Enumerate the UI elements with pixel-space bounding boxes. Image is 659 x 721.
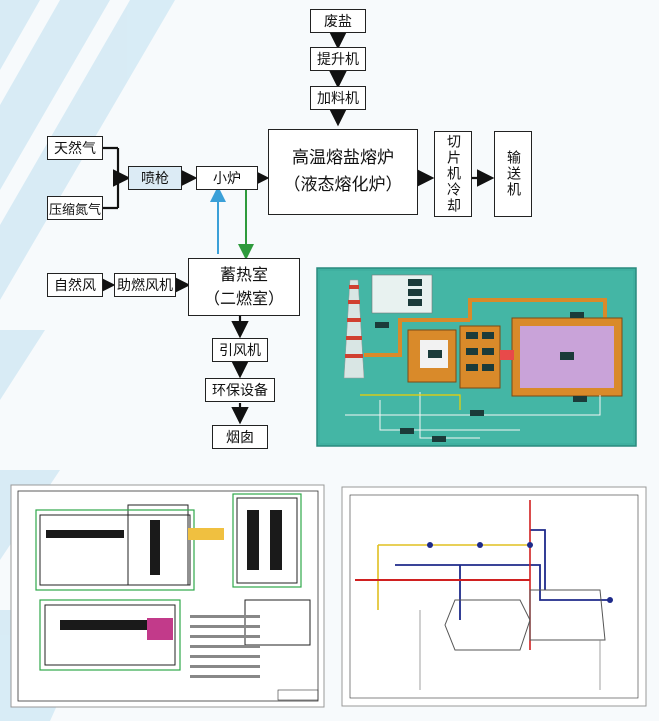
melting-furnace-label: 高温熔盐熔炉 （液态熔化炉） <box>283 147 403 195</box>
slicer-cooling-box: 切片机冷却 <box>434 131 472 217</box>
compressed-nitrogen-label: 压缩氮气 <box>48 202 101 218</box>
natural-gas-box: 天然气 <box>47 136 103 160</box>
regenerator-label: 蓄热室 （二燃室） <box>203 265 284 308</box>
conveyor-label: 输送机 <box>505 150 521 198</box>
small-furnace-label: 小炉 <box>213 171 241 187</box>
chimney-box: 烟囱 <box>212 425 268 449</box>
waste-salt-box: 废盐 <box>310 9 366 33</box>
slicer-cooling-label: 切片机冷却 <box>445 134 461 214</box>
spray-gun-label: 喷枪 <box>141 171 169 187</box>
regenerator-box: 蓄热室 （二燃室） <box>188 258 300 316</box>
feeder-label: 加料机 <box>317 91 359 107</box>
spray-gun-box: 喷枪 <box>128 166 182 190</box>
natural-air-box: 自然风 <box>47 273 103 297</box>
waste-salt-label: 废盐 <box>324 14 352 30</box>
compressed-nitrogen-box: 压缩氮气 <box>47 196 103 220</box>
melting-furnace-box: 高温熔盐熔炉 （液态熔化炉） <box>268 129 418 215</box>
elevator-box: 提升机 <box>310 47 366 71</box>
natural-air-label: 自然风 <box>54 278 96 294</box>
conveyor-box: 输送机 <box>494 131 532 217</box>
natural-gas-label: 天然气 <box>54 141 96 157</box>
combustion-fan-label: 助燃风机 <box>117 278 173 294</box>
feeder-box: 加料机 <box>310 86 366 110</box>
small-furnace-box: 小炉 <box>196 166 258 190</box>
induced-fan-box: 引风机 <box>212 338 268 362</box>
chimney-label: 烟囱 <box>226 430 254 446</box>
combustion-fan-box: 助燃风机 <box>114 273 176 297</box>
env-equipment-box: 环保设备 <box>205 378 275 402</box>
elevator-label: 提升机 <box>317 52 359 68</box>
env-equipment-label: 环保设备 <box>212 383 268 399</box>
induced-fan-label: 引风机 <box>219 343 261 359</box>
